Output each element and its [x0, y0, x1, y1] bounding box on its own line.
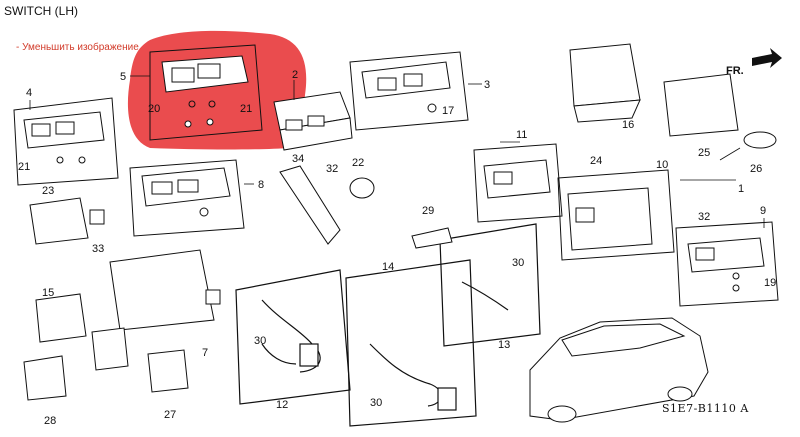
- part-label-30[interactable]: 30: [254, 335, 266, 347]
- part-label-16[interactable]: 16: [622, 119, 634, 131]
- part-label-13[interactable]: 13: [498, 339, 510, 351]
- part-label-9[interactable]: 9: [760, 205, 766, 217]
- drawing-code: S1E7-B1110 A: [662, 402, 749, 415]
- front-direction-arrow: [752, 48, 782, 68]
- part-label-19[interactable]: 19: [764, 277, 776, 289]
- part-label-14[interactable]: 14: [382, 261, 394, 273]
- group-box-12: [235, 269, 351, 405]
- group-box-23: [557, 169, 675, 261]
- part-label-3[interactable]: 3: [484, 79, 490, 91]
- group-box-14: [345, 259, 477, 427]
- shrink-image-link[interactable]: - Уменьшить изображение: [16, 42, 139, 53]
- selection-highlight: [127, 30, 307, 150]
- part-label-17[interactable]: 17: [442, 105, 454, 117]
- part-label-5[interactable]: 5: [120, 71, 126, 83]
- part-label-33[interactable]: 33: [92, 243, 104, 255]
- part-label-2[interactable]: 2: [292, 69, 298, 81]
- part-label-30b[interactable]: 30: [512, 257, 524, 269]
- part-label-34[interactable]: 34: [292, 153, 304, 165]
- part-label-24[interactable]: 25: [698, 147, 710, 159]
- part-label-20[interactable]: 20: [148, 103, 160, 115]
- group-box-11: [473, 143, 563, 223]
- part-label-27[interactable]: 27: [164, 409, 176, 421]
- part-label-7[interactable]: 7: [202, 347, 208, 359]
- part-label-22[interactable]: 22: [352, 157, 364, 169]
- part-label-10[interactable]: 10: [656, 159, 668, 171]
- part-label-25[interactable]: 26: [750, 163, 762, 175]
- group-box-3: [349, 51, 469, 131]
- part-label-4[interactable]: 4: [26, 87, 32, 99]
- group-box-5: [149, 44, 263, 141]
- front-direction-label: FR.: [726, 65, 744, 77]
- part-label-31[interactable]: 32: [326, 163, 338, 175]
- part-label-12[interactable]: 12: [276, 399, 288, 411]
- group-box-4: [13, 97, 119, 186]
- part-label-1[interactable]: 1: [738, 183, 744, 195]
- part-label-23[interactable]: 24: [590, 155, 602, 167]
- vehicle-outline: [529, 317, 709, 423]
- part-label-30c[interactable]: 30: [370, 397, 382, 409]
- part-label-32[interactable]: 32: [698, 211, 710, 223]
- group-box-8: [129, 159, 245, 237]
- part-label-15[interactable]: 15: [42, 287, 54, 299]
- part-label-8[interactable]: 8: [258, 179, 264, 191]
- part-label-28[interactable]: 28: [44, 415, 56, 427]
- part-label-21b[interactable]: 21: [18, 161, 30, 173]
- group-box-13: [439, 223, 541, 347]
- group-box-9: [675, 221, 779, 307]
- part-label-11[interactable]: 11: [516, 129, 527, 141]
- part-label-26[interactable]: 23: [42, 185, 54, 197]
- page-title: SWITCH (LH): [4, 4, 78, 18]
- part-label-21[interactable]: 21: [240, 103, 252, 115]
- part-label-29[interactable]: 29: [422, 205, 434, 217]
